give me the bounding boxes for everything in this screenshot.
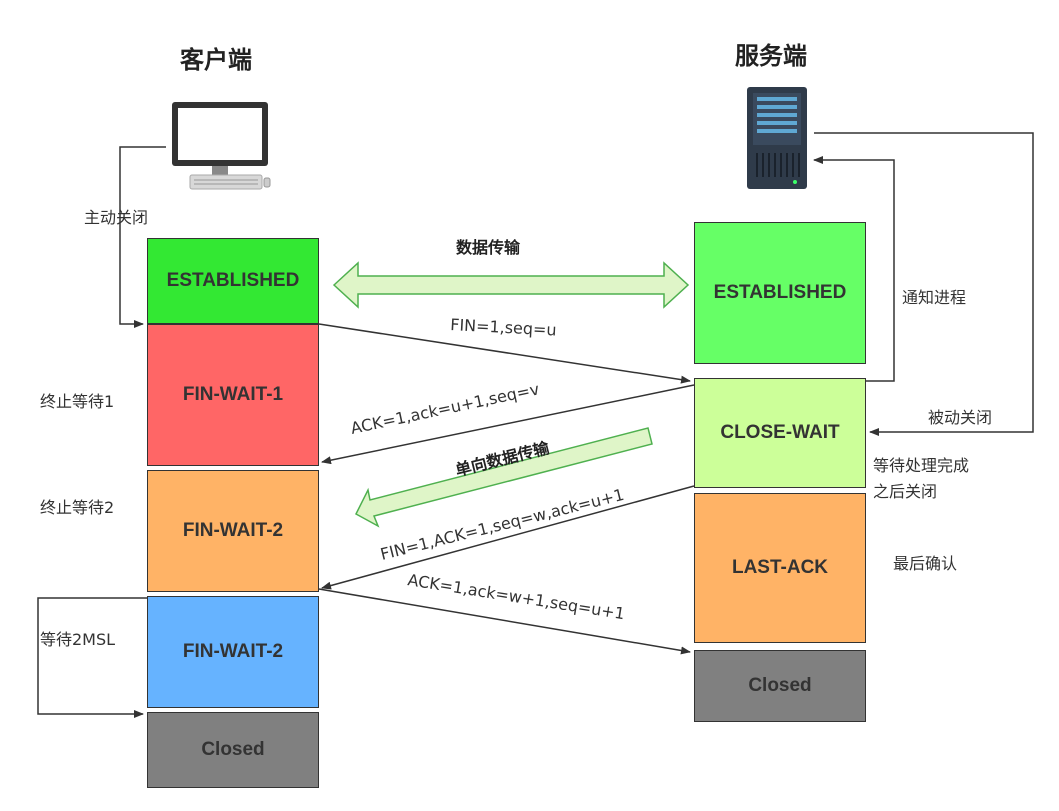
data-transfer-arrow [332, 261, 690, 309]
client-title: 客户端 [180, 46, 252, 74]
client-state-established: ESTABLISHED [147, 238, 319, 324]
wait-process-label-line2: 之后关闭 [873, 482, 938, 501]
notify-process-label: 通知进程 [902, 288, 967, 307]
server-icon [747, 87, 807, 189]
server-title: 服务端 [735, 42, 807, 70]
ack2-label: ACK=1,ack=w+1,seq=u+1 [406, 570, 626, 623]
fin-wait-2-label: 终止等待2 [40, 498, 115, 517]
fin-wait-1-label: 终止等待1 [40, 392, 115, 411]
one-way-transfer-arrow [355, 427, 653, 528]
notify-process-connector [813, 156, 895, 382]
wait-2msl-label: 等待2MSL [40, 630, 116, 649]
server-state-last-ack: LAST-ACK [694, 493, 866, 643]
passive-close-label: 被动关闭 [928, 408, 993, 427]
wait-process-label-line1: 等待处理完成 [873, 456, 970, 475]
server-state-closed: Closed [694, 650, 866, 722]
passive-close-connector [814, 132, 1034, 436]
client-state-fin-wait-2: FIN-WAIT-2 [147, 470, 319, 592]
final-ack-label: 最后确认 [893, 554, 958, 573]
active-close-connector [119, 146, 166, 328]
fin1-arrow [318, 323, 691, 384]
computer-icon [172, 102, 271, 190]
wait-2msl-loop [37, 597, 147, 718]
ack1-arrow [321, 384, 695, 465]
server-state-established: ESTABLISHED [694, 222, 866, 364]
active-close-label: 主动关闭 [84, 208, 149, 227]
ack2-arrow [318, 588, 691, 655]
client-state-fin-wait-1: FIN-WAIT-1 [147, 324, 319, 466]
fin2-arrow [321, 485, 695, 590]
client-state-closed: Closed [147, 712, 319, 788]
server-state-close-wait: CLOSE-WAIT [694, 378, 866, 488]
data-transfer-label: 数据传输 [456, 238, 521, 257]
fin1-label: FIN=1,seq=u [450, 315, 557, 340]
client-state-time-wait: FIN-WAIT-2 [147, 596, 319, 708]
ack1-label: ACK=1,ack=u+1,seq=v [349, 379, 541, 438]
